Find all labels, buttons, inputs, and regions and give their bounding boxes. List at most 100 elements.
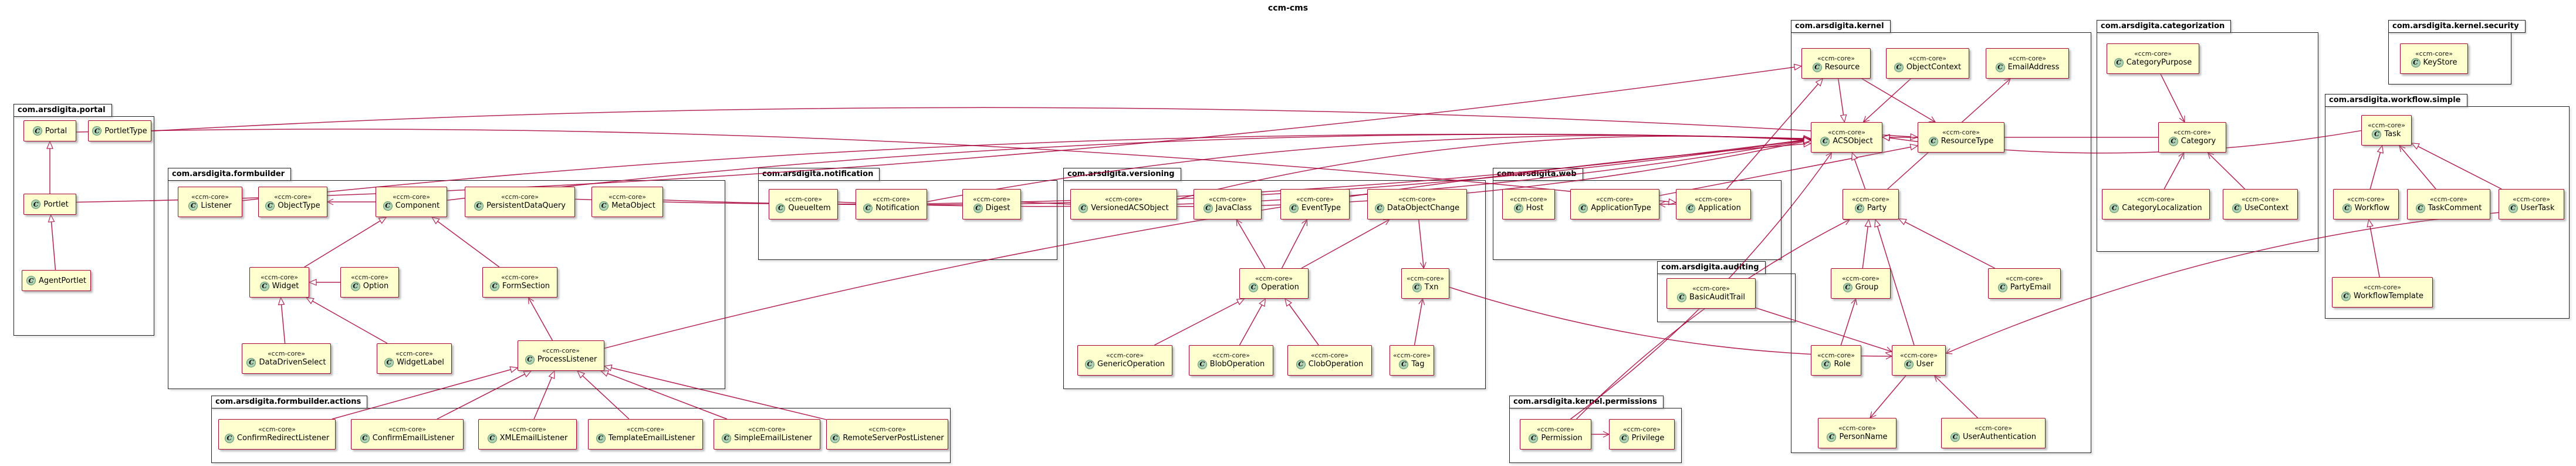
class-icon: C <box>188 201 198 211</box>
class-stereotype: «ccm-core» <box>2363 283 2402 291</box>
class-icon: C <box>383 201 393 211</box>
class-icon: C <box>1827 432 1837 442</box>
class-stereotype: «ccm-core» <box>608 193 647 201</box>
class-icon: C <box>350 281 360 291</box>
class-stereotype: «ccm-core» <box>2005 275 2044 282</box>
class-icon: C <box>2508 203 2518 213</box>
class-name: PartyEmail <box>2010 283 2051 292</box>
class-icon: C <box>1676 292 1686 302</box>
class-stereotype: «ccm-core» <box>2241 195 2280 203</box>
class-stereotype: «ccm-core» <box>1899 352 1938 359</box>
diagram-title: ccm-cms <box>1267 4 1309 13</box>
class-icon: C <box>1950 432 1960 442</box>
class-name: Resource <box>1824 63 1860 72</box>
class-stereotype: «ccm-core» <box>1622 426 1661 433</box>
class-icon: C <box>2232 203 2242 213</box>
class-stereotype: «ccm-core» <box>1536 426 1575 433</box>
class-stereotype: «ccm-core» <box>2512 195 2551 203</box>
package-label: com.arsdigita.workflow.simple <box>2325 94 2467 107</box>
class-name: ApplicationType <box>1591 204 1651 212</box>
class-icon: C <box>265 201 275 211</box>
package-label: com.arsdigita.auditing <box>1657 261 1766 274</box>
class-icon: C <box>32 126 42 136</box>
class-name: TemplateEmailListener <box>608 434 695 443</box>
class-stereotype: «ccm-core» <box>784 195 823 203</box>
class-name: WidgetLabel <box>397 358 444 367</box>
class-icon: C <box>2372 129 2382 139</box>
class-stereotype: «ccm-core» <box>395 350 434 357</box>
class-name: Tag <box>1411 360 1425 369</box>
class-name: QueueItem <box>788 204 831 212</box>
package-label: com.arsdigita.categorization <box>2097 20 2232 33</box>
class-name: Option <box>363 282 389 291</box>
class-stereotype: «ccm-core» <box>2136 195 2175 203</box>
class-stereotype: «ccm-core» <box>258 426 296 433</box>
class-icon: C <box>1821 359 1831 369</box>
class-icon: C <box>1904 359 1914 369</box>
package-body <box>13 116 154 336</box>
class-stereotype: «ccm-core» <box>2367 121 2406 129</box>
class-name: Group <box>1855 283 1879 292</box>
class-name: FormSection <box>502 282 550 291</box>
class-name: DataObjectChange <box>1387 204 1460 212</box>
class-stereotype: «ccm-core» <box>2173 129 2212 136</box>
class-stereotype: «ccm-core» <box>273 193 312 201</box>
class-icon: C <box>92 126 102 136</box>
class-name: MetaObject <box>611 201 655 210</box>
class-icon: C <box>1296 359 1306 369</box>
class-icon: C <box>1578 203 1588 213</box>
class-name: UserAuthentication <box>1962 433 2037 441</box>
class-icon: C <box>1997 282 2007 292</box>
class-name: Portal <box>45 126 67 136</box>
class-name: Privilege <box>1631 434 1665 443</box>
class-name: WorkflowTemplate <box>2353 292 2423 300</box>
class-stereotype: «ccm-core» <box>350 273 389 281</box>
package-label: com.arsdigita.notification <box>758 168 880 181</box>
class-name: Task <box>2384 130 2401 139</box>
class-icon: C <box>2415 203 2425 213</box>
class-stereotype: «ccm-core» <box>1509 195 1548 203</box>
class-name: PersistentDataQuery <box>486 201 566 210</box>
package-kernel: com.arsdigita.kernel <box>1791 20 2091 453</box>
class-stereotype: «ccm-core» <box>1595 195 1634 203</box>
class-name: BlobOperation <box>1209 360 1265 369</box>
class-icon: C <box>2341 291 2351 301</box>
class-name: SimpleEmailListener <box>734 434 812 443</box>
class-stereotype: «ccm-core» <box>1406 275 1445 282</box>
class-stereotype: «ccm-core» <box>1212 352 1250 359</box>
class-icon: C <box>1854 203 1864 213</box>
class-stereotype: «ccm-core» <box>1296 195 1334 203</box>
class-icon: C <box>489 281 499 291</box>
class-stereotype: «ccm-core» <box>1908 55 1947 62</box>
class-icon: C <box>31 200 41 209</box>
class-icon: C <box>1203 203 1213 213</box>
class-icon: C <box>1894 62 1904 72</box>
class-stereotype: «ccm-core» <box>1398 195 1436 203</box>
class-name: PersonName <box>1839 433 1888 441</box>
class-stereotype: «ccm-core» <box>1974 424 2013 432</box>
class-icon: C <box>487 433 497 443</box>
class-stereotype: «ccm-core» <box>1942 129 1980 136</box>
class-stereotype: «ccm-core» <box>267 350 306 357</box>
package-label: com.arsdigita.kernel.permissions <box>1509 396 1664 408</box>
